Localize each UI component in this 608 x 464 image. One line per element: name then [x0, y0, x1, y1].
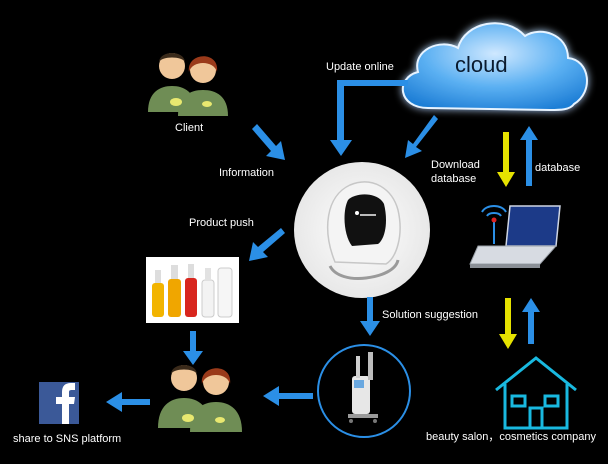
skin-analyzer-icon: [294, 162, 430, 298]
arrow-information: [252, 124, 285, 160]
arrow-share-sns: [106, 392, 150, 412]
information-label: Information: [219, 167, 275, 179]
arrow-salon-up: [522, 298, 540, 344]
share-sns-label: share to SNS platform: [13, 433, 122, 445]
database-label: database: [535, 162, 581, 174]
people-icon: [148, 53, 228, 116]
arrows-blue: [106, 80, 540, 412]
cosmetic-bottles-icon: [146, 257, 239, 323]
arrow-machine-to-client: [263, 386, 313, 406]
arrows-yellow: [497, 132, 517, 349]
client-label: Client: [175, 122, 204, 134]
facebook-icon: [39, 382, 79, 424]
arrow-download-database: [405, 115, 438, 158]
beauty-machine-icon: [317, 344, 411, 438]
download-label: Download: [431, 159, 480, 171]
people-icon: [158, 365, 242, 432]
arrow-product-push: [249, 228, 285, 261]
house-icon: [495, 356, 577, 430]
arrow-database-up: [520, 126, 538, 186]
beauty-salon-label: beauty salon，cosmetics company: [426, 431, 596, 443]
product-push-label: Product push: [189, 217, 254, 229]
solution-suggestion-label: Solution suggestion: [382, 309, 479, 321]
cloud-icon: [401, 22, 588, 112]
download-database-label: database: [431, 173, 477, 185]
arrow-database-down: [497, 132, 515, 187]
update-online-label: Update online: [326, 61, 394, 73]
laptop-icon: [469, 205, 561, 268]
cloud-label: cloud: [455, 52, 508, 77]
arrow-salon-down: [499, 298, 517, 349]
arrow-update-online: [330, 80, 408, 156]
arrow-products-to-client: [183, 331, 203, 365]
arrow-solution-suggestion: [360, 297, 380, 336]
